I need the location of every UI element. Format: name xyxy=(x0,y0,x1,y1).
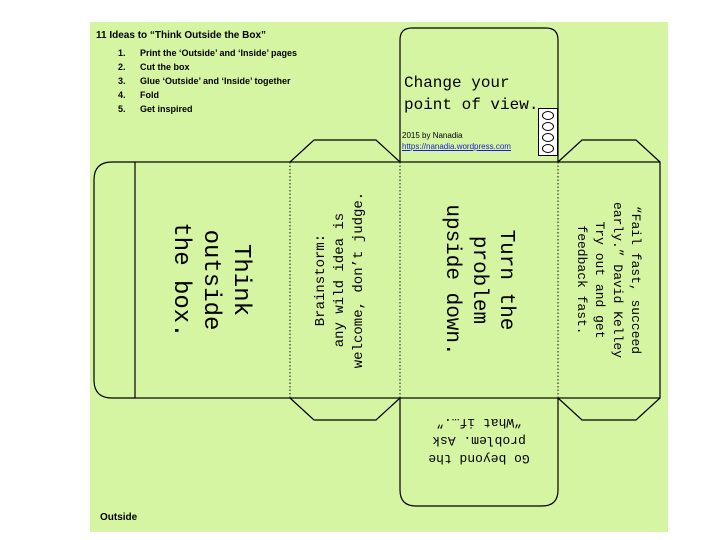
panel-turn-problem: Turn the problem upside down. xyxy=(440,204,518,356)
panel-fail-fast: “Fail fast, succeed early.” David Kelley… xyxy=(574,201,643,359)
instruction-step: 1.Print the ‘Outside’ and ‘Inside’ pages xyxy=(118,48,298,58)
panel-go-beyond: Go beyond the problem. Ask “What if….” xyxy=(428,415,530,466)
credit-line: 2015 by Nanadia xyxy=(402,131,463,140)
instruction-step: 2.Cut the box xyxy=(118,62,190,72)
credit-block: 2015 by Nanadia https://nanadia.wordpres… xyxy=(402,130,511,152)
credit-link[interactable]: https://nanadia.wordpress.com xyxy=(402,142,511,151)
outside-label: Outside xyxy=(100,512,138,523)
instruction-step: 5.Get inspired xyxy=(118,104,193,114)
creative-commons-badge-icon xyxy=(538,108,558,156)
instructions-list: 1.Print the ‘Outside’ and ‘Inside’ pages… xyxy=(118,46,297,116)
instructions-title: 11 Ideas to “Think Outside the Box” xyxy=(96,30,267,41)
panel-brainstorm: Brainstorm: any wild idea is welcome, do… xyxy=(312,191,367,369)
green-sheet xyxy=(90,22,668,532)
change-point-of-view-text: Change your point of view. xyxy=(404,74,539,114)
instruction-step: 3.Glue ‘Outside’ and ‘Inside’ together xyxy=(118,76,291,86)
panel-think-outside: Think outside the box. xyxy=(167,222,254,338)
instruction-step: 4.Fold xyxy=(118,90,159,100)
